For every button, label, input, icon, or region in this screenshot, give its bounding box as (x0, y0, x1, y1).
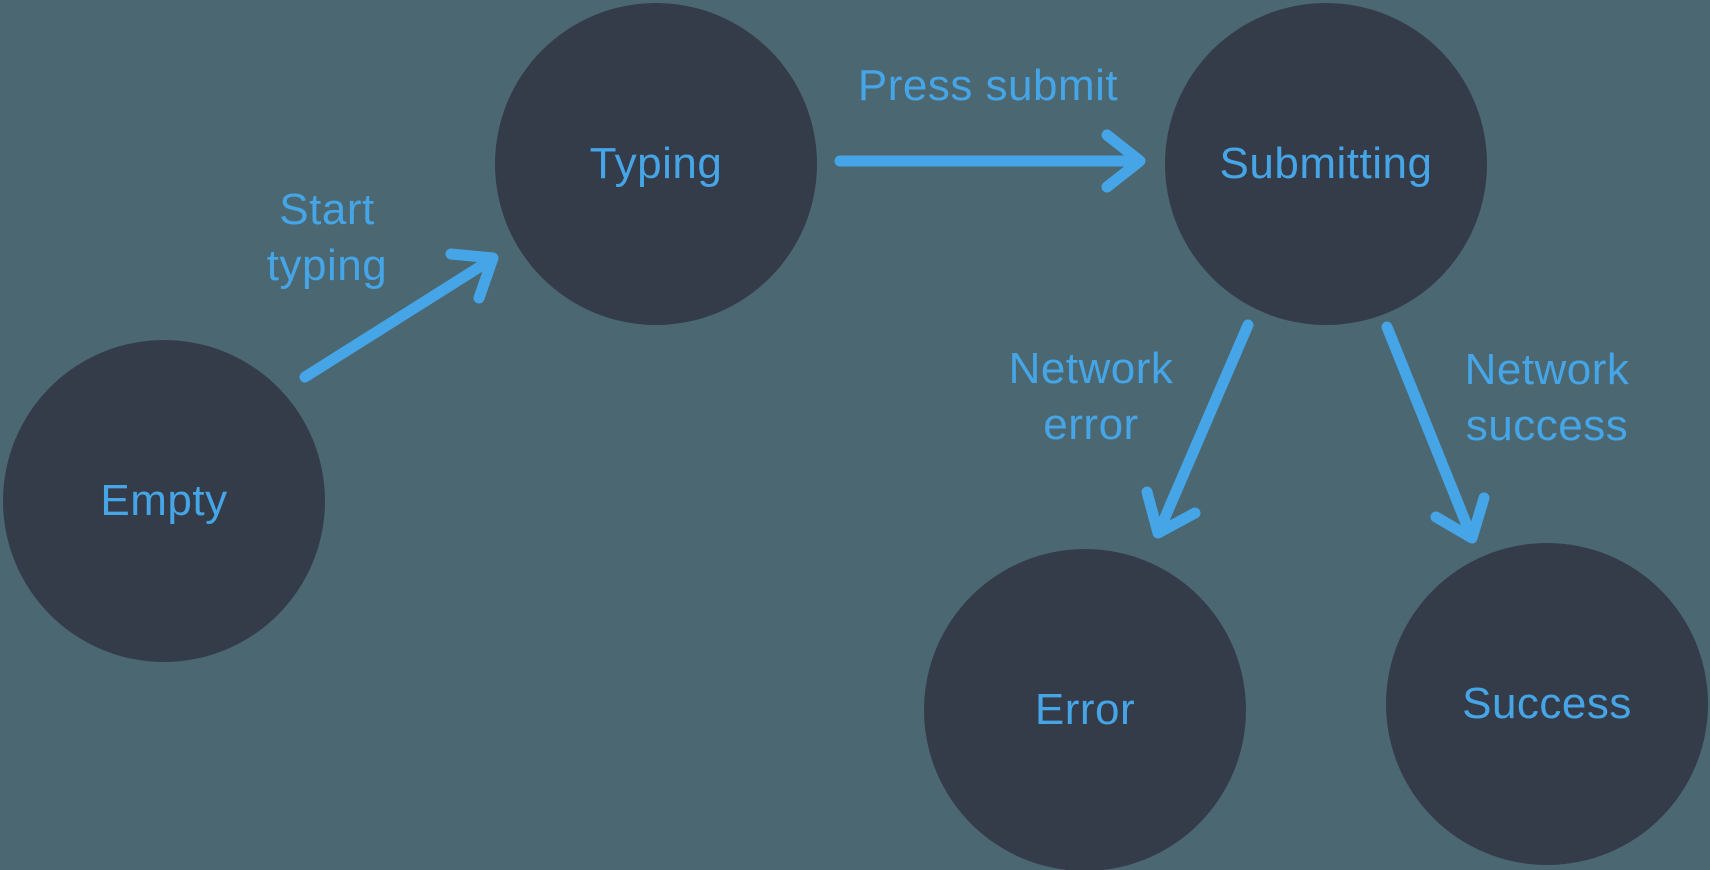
arrowhead-icon (445, 248, 499, 304)
state-label-error: Error (1034, 685, 1136, 734)
state-node-submitting: Submitting (1165, 3, 1487, 325)
edge-label-network-error: Network error (1008, 344, 1174, 449)
arrowhead-icon (1101, 129, 1146, 193)
state-label-empty: Empty (100, 476, 228, 525)
edge-label-press-submit: Press submit (857, 61, 1119, 110)
arrowhead-icon (1141, 486, 1201, 539)
state-node-typing: Typing (495, 3, 817, 325)
state-node-empty: Empty (3, 340, 325, 662)
state-label-success: Success (1462, 679, 1632, 728)
state-label-submitting: Submitting (1219, 139, 1433, 188)
edge-label-network-success: Network success (1464, 345, 1630, 450)
arrow-press-submit (834, 129, 1146, 193)
state-node-success: Success (1386, 543, 1708, 865)
state-node-error: Error (924, 549, 1246, 870)
state-label-typing: Typing (589, 139, 723, 188)
arrowhead-icon (1430, 492, 1490, 544)
edge-label-start-typing: Start typing (266, 185, 388, 290)
